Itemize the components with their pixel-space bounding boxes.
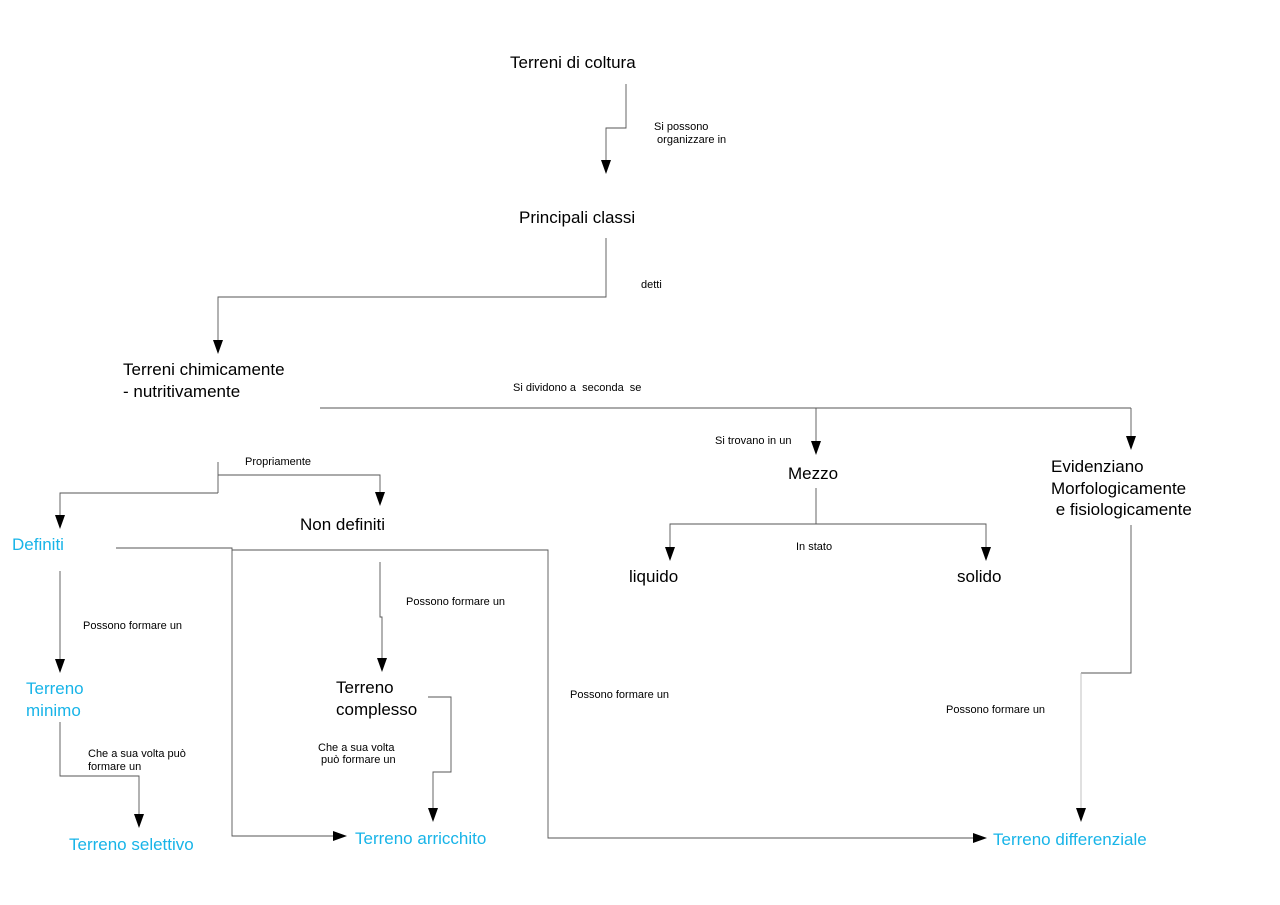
node-terreno-complesso-line2: complesso bbox=[336, 700, 417, 719]
node-terreno-arricchito: Terreno arricchito bbox=[355, 829, 486, 848]
arrowhead-non-definiti bbox=[375, 492, 385, 506]
arrowhead-definiti bbox=[55, 515, 65, 529]
node-terreno-selettivo: Terreno selettivo bbox=[69, 835, 194, 854]
arrowhead-selettivo bbox=[134, 814, 144, 828]
arrowhead-differenziale-left bbox=[973, 833, 987, 843]
node-mezzo: Mezzo bbox=[788, 464, 838, 483]
label-che-arricchito-line2: può formare un bbox=[318, 754, 396, 766]
label-si-trovano: Si trovano in un bbox=[715, 435, 791, 447]
node-terreno-minimo-line2: minimo bbox=[26, 701, 81, 720]
node-evidenziano-line3: e fisiologicamente bbox=[1051, 500, 1192, 519]
node-terreni-chimicamente: Terreni chimicamente - nutritivamente bbox=[123, 360, 289, 401]
connectors bbox=[55, 84, 1136, 843]
node-evidenziano-line1: Evidenziano bbox=[1051, 457, 1144, 476]
node-non-definiti: Non definiti bbox=[300, 515, 385, 534]
node-evidenziano: Evidenziano Morfologicamente e fisiologi… bbox=[1051, 457, 1192, 519]
connector-classi-chimicamente bbox=[217, 238, 607, 342]
node-principali-classi: Principali classi bbox=[519, 208, 635, 227]
label-si-possono: Si possono organizzare in bbox=[654, 121, 726, 146]
label-propriamente: Propriamente bbox=[245, 456, 311, 468]
label-detti: detti bbox=[641, 279, 662, 291]
arrowhead-liquido bbox=[665, 547, 675, 561]
arrowhead-complesso bbox=[377, 658, 387, 672]
arrowhead-evidenziano bbox=[1126, 436, 1136, 450]
connector-complesso-arricchito bbox=[428, 696, 452, 810]
node-evidenziano-line2: Morfologicamente bbox=[1051, 479, 1186, 498]
label-possono-formare-arricchito-diff: Possono formare un bbox=[570, 689, 669, 701]
node-terreni-di-coltura: Terreni di coltura bbox=[510, 53, 636, 72]
label-possono-formare-complesso: Possono formare un bbox=[406, 596, 505, 608]
node-solido: solido bbox=[957, 567, 1001, 586]
connector-evidenziano-differenziale bbox=[1081, 525, 1132, 674]
label-possono-formare-minimo: Possono formare un bbox=[83, 620, 182, 632]
label-possono-formare-diff: Possono formare un bbox=[946, 704, 1045, 716]
node-terreni-chimicamente-line1: Terreni chimicamente bbox=[123, 360, 285, 379]
arrowhead-differenziale-top bbox=[1076, 808, 1086, 822]
arrowhead-arricchito-left bbox=[333, 831, 347, 841]
connector-nondefiniti-complesso bbox=[379, 562, 383, 660]
connector-definiti-differenziale bbox=[232, 549, 975, 839]
label-che-a-sua-volta-arricchito: Che a sua volta può formare un bbox=[318, 742, 398, 766]
edge-labels: Si possono organizzare in detti Si divid… bbox=[83, 121, 1045, 773]
node-liquido: liquido bbox=[629, 567, 678, 586]
node-terreno-complesso: Terreno complesso bbox=[336, 678, 417, 719]
node-definiti: Definiti bbox=[12, 535, 64, 554]
arrowhead-arricchito-top bbox=[428, 808, 438, 822]
node-terreni-chimicamente-line2: - nutritivamente bbox=[123, 382, 240, 401]
label-che-a-sua-volta-selettivo: Che a sua volta può formare un bbox=[88, 748, 189, 773]
node-terreno-differenziale: Terreno differenziale bbox=[993, 830, 1147, 849]
label-si-dividono: Si dividono a seconda se bbox=[513, 382, 641, 394]
label-si-possono-line1: Si possono bbox=[654, 121, 708, 133]
arrowhead-minimo bbox=[55, 659, 65, 673]
label-che-selettivo-line2: formare un bbox=[88, 761, 141, 773]
node-terreno-minimo-line1: Terreno bbox=[26, 679, 84, 698]
connector-to-liquido bbox=[669, 523, 816, 549]
arrowhead-classi bbox=[601, 160, 611, 174]
connector-minimo-selettivo bbox=[59, 722, 140, 816]
node-terreno-minimo: Terreno minimo bbox=[26, 679, 88, 720]
node-terreno-complesso-line1: Terreno bbox=[336, 678, 394, 697]
arrowhead-chimicamente bbox=[213, 340, 223, 354]
label-che-selettivo-line1: Che a sua volta può bbox=[88, 748, 186, 760]
arrowhead-solido bbox=[981, 547, 991, 561]
connector-coltura-classi bbox=[605, 84, 627, 162]
connector-to-non-definiti bbox=[218, 474, 381, 494]
connector-to-definiti bbox=[59, 492, 218, 517]
arrowhead-mezzo bbox=[811, 441, 821, 455]
label-in-stato: In stato bbox=[796, 541, 832, 553]
connector-to-solido bbox=[816, 523, 987, 549]
nodes: Terreni di coltura Principali classi Ter… bbox=[12, 53, 1192, 854]
label-che-arricchito-line1: Che a sua volta bbox=[318, 742, 395, 754]
label-si-possono-line2: organizzare in bbox=[654, 134, 726, 146]
connector-definiti-arricchito bbox=[116, 547, 335, 837]
